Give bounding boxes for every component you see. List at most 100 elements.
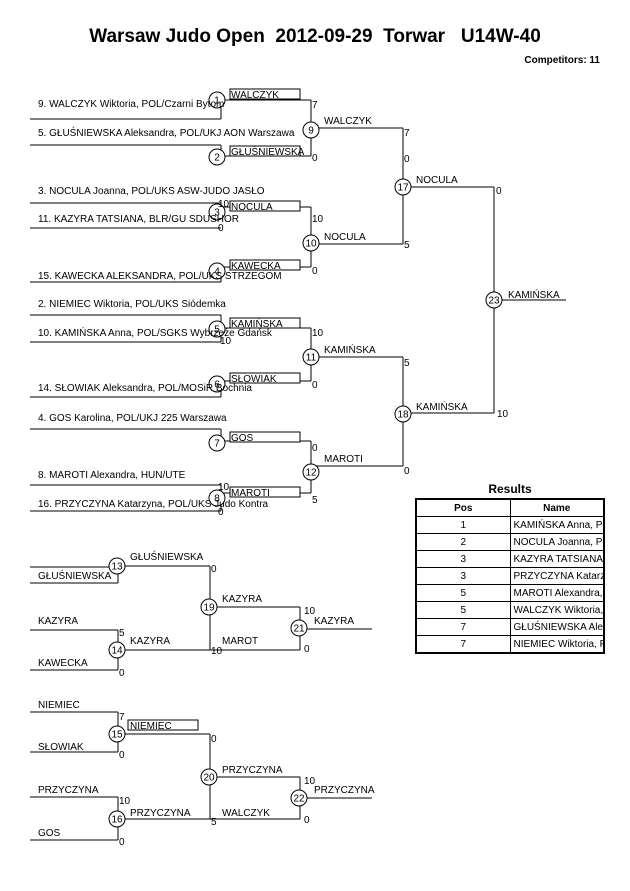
winner-label: PRZYCZYNA — [222, 765, 283, 776]
match-circle — [108, 810, 126, 828]
label-backing — [229, 372, 301, 384]
result-pos: 7 — [415, 618, 511, 636]
match-number: 7 — [214, 439, 220, 450]
match-circle — [208, 489, 226, 507]
result-name: KAZYRA TATSIANA, BLR/GU SDUSHOR — [509, 550, 605, 568]
competitor-label: KAZYRA — [38, 616, 78, 627]
label-backing — [229, 145, 301, 157]
match-circle — [208, 375, 226, 393]
score: 0 — [404, 154, 410, 165]
page-title: Warsaw Judo Open 2012-09-29 Torwar U14W-… — [89, 26, 541, 47]
score: 10 — [211, 646, 223, 657]
winner-label: WALCZYK — [231, 90, 279, 101]
result-name: GŁUŚNIEWSKA Aleksandra, POL/UKJ AON Wars… — [509, 618, 605, 636]
result-pos: 3 — [415, 550, 511, 568]
score: 0 — [211, 734, 217, 745]
label-backing — [229, 431, 301, 443]
competitor-label: NIEMIEC — [38, 700, 80, 711]
winner-label: SŁOWIAK — [231, 374, 277, 385]
match-number: 1 — [214, 96, 220, 107]
winner-label: PRZYCZYNA — [314, 785, 375, 796]
score: 0 — [304, 815, 310, 826]
match-number: 12 — [305, 468, 317, 479]
winner-label: KAMIŃSKA — [231, 317, 283, 330]
pos-header: Pos — [415, 498, 511, 517]
score: 0 — [312, 153, 318, 164]
label-backing — [229, 88, 301, 100]
winner-label: NOCULA — [231, 202, 273, 213]
competitor-entry: 3. NOCULA Joanna, POL/UKS ASW-JUDO JASŁO — [38, 186, 265, 197]
score: 5 — [119, 628, 125, 639]
winner-label: KAWECKA — [231, 261, 281, 272]
competitor-entry: 11. KAZYRA TATSIANA, BLR/GU SDUSHOR — [38, 214, 239, 225]
score: 5 — [312, 495, 318, 506]
match-number: 10 — [305, 239, 317, 250]
match-number: 21 — [293, 624, 305, 635]
result-name: NOCULA Joanna, POL/UKS ASW-JUDO JASŁO — [509, 533, 605, 551]
score: 7 — [312, 100, 318, 111]
winner-label: NIEMIEC — [130, 721, 172, 732]
match-number: 9 — [308, 126, 314, 137]
competitor-entry: 14. SŁOWIAK Aleksandra, POL/MOSiR Bochni… — [38, 383, 252, 394]
score: 10 — [218, 199, 230, 210]
match-circle — [108, 725, 126, 743]
results-header-row: Pos Name — [415, 498, 605, 517]
winner-label: MAROTI — [324, 454, 363, 465]
score: 5 — [404, 240, 410, 251]
competitor-entry: 5. GŁUŚNIEWSKA Aleksandra, POL/UKJ AON W… — [38, 126, 295, 139]
match-circle — [208, 203, 226, 221]
match-number: 16 — [111, 815, 123, 826]
match-number: 2 — [214, 153, 220, 164]
winner-label: KAZYRA — [314, 616, 354, 627]
winner-label: PRZYCZYNA — [130, 808, 191, 819]
match-circle — [208, 148, 226, 166]
match-circle — [200, 768, 218, 786]
winner-label: GOS — [231, 433, 254, 444]
match-circle — [208, 91, 226, 109]
score: 0 — [304, 644, 310, 655]
competitors-count: Competitors: 11 — [524, 55, 600, 66]
score: 0 — [119, 837, 125, 848]
label-backing — [229, 200, 301, 212]
winner-label: NOCULA — [416, 175, 458, 186]
score: 0 — [312, 380, 318, 391]
winner-label: KAZYRA — [222, 594, 262, 605]
match-circle — [394, 405, 412, 423]
match-number: 3 — [214, 208, 220, 219]
competitor-label: KAWECKA — [38, 658, 88, 669]
score: 0 — [211, 564, 217, 575]
score: 0 — [218, 507, 224, 518]
result-name: KAMIŃSKA Anna, POL/SGKS Wybrzeże Gdańsk — [509, 516, 605, 534]
match-number: 20 — [203, 773, 215, 784]
match-circle — [302, 463, 320, 481]
winner-label: NOCULA — [324, 232, 366, 243]
score: 0 — [119, 750, 125, 761]
match-circle — [200, 598, 218, 616]
match-number: 4 — [214, 267, 220, 278]
match-circle — [485, 291, 503, 309]
competitor-label: PRZYCZYNA — [38, 785, 99, 796]
competitor-label: GŁUŚNIEWSKA — [38, 569, 112, 582]
winner-label: KAMIŃSKA — [324, 343, 376, 356]
match-number: 13 — [111, 562, 123, 573]
match-circle — [302, 234, 320, 252]
competitor-entry: 16. PRZYCZYNA Katarzyna, POL/UKS Judo Ko… — [38, 499, 269, 510]
match-number: 18 — [397, 410, 409, 421]
score: 10 — [304, 776, 316, 787]
match-circle — [290, 789, 308, 807]
competitor-entry: 9. WALCZYK Wiktoria, POL/Czarni Bytom — [38, 99, 224, 110]
score: 10 — [312, 328, 324, 339]
label-backing — [229, 259, 301, 271]
result-pos: 5 — [415, 601, 511, 619]
match-circle — [108, 641, 126, 659]
competitor-label: WALCZYK — [222, 808, 270, 819]
match-number: 15 — [111, 730, 123, 741]
